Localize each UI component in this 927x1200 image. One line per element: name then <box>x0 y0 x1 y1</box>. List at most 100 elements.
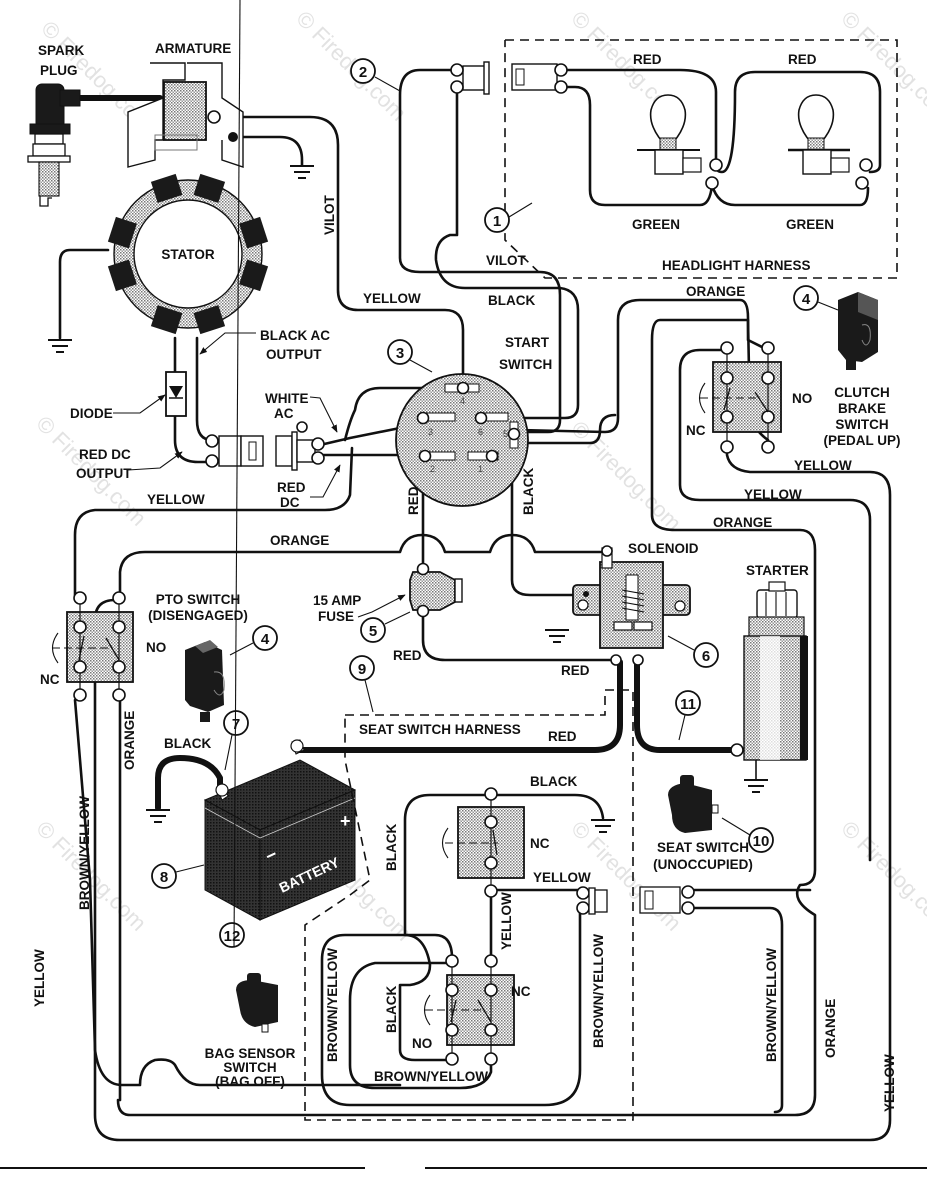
label-bag-nc: NC <box>511 984 531 999</box>
label-clutch-no: NO <box>792 391 812 406</box>
label-bag-no: NO <box>412 1036 432 1051</box>
wire-label: BROWN/YELLOW <box>764 948 779 1062</box>
wire-label: RED <box>633 52 662 67</box>
wire-label: VILOT <box>322 194 337 235</box>
wire-label: RED <box>406 486 421 515</box>
seat-switch-harness-boundary <box>304 689 634 1121</box>
label-pto-nc: NC <box>40 672 60 687</box>
wire-black-ac-output <box>195 336 214 442</box>
wire-label: BLACK <box>164 736 211 751</box>
ground-icon <box>146 809 170 823</box>
pin-label-4: 4 <box>460 396 465 406</box>
starter-motor <box>730 581 808 780</box>
callout-11: 11 <box>675 690 701 741</box>
wire-switch-loop <box>343 386 464 442</box>
watermark: © Firedog.com <box>566 416 686 536</box>
label-clutch-nc: NC <box>686 423 706 438</box>
wire-orange-mid <box>118 533 607 597</box>
label-solenoid: SOLENOID <box>628 541 699 556</box>
pin-label-3: 3 <box>428 427 433 437</box>
stator-label: STATOR <box>161 247 214 262</box>
wire-label: YELLOW <box>147 492 205 507</box>
wire-orange-clutch <box>518 298 770 434</box>
spark-plug <box>27 83 81 207</box>
headlight-bulb-2 <box>788 94 873 190</box>
callout-3: 3 <box>387 339 433 373</box>
wire-red-fuse-solenoid <box>421 606 617 662</box>
wire-label: YELLOW <box>499 892 514 950</box>
wire-label: BROWN/YELLOW <box>77 796 92 910</box>
wire-black-solenoid <box>510 428 592 597</box>
seat-switch-harness <box>304 689 634 1121</box>
clutch-brake-switch-schematic <box>698 341 782 454</box>
starter-cable <box>634 659 738 753</box>
battery-ground-cable <box>155 755 223 811</box>
wire-label: RED <box>548 729 577 744</box>
wire-label: GREEN <box>632 217 680 232</box>
ground-symbols <box>48 165 768 833</box>
battery: + − BATTERY <box>203 739 357 921</box>
svg-text:1: 1 <box>493 213 501 230</box>
svg-text:2: 2 <box>359 64 367 81</box>
wire-label: VILOT <box>486 253 527 268</box>
wire-brown-yellow-bag-inner <box>348 961 493 1090</box>
wire-label: ORANGE <box>270 533 329 548</box>
svg-text:12: 12 <box>224 928 241 945</box>
wire-label: BLACK <box>530 774 577 789</box>
pin-label-2: 2 <box>430 464 435 474</box>
diode <box>165 371 187 417</box>
ground-icon <box>591 819 615 833</box>
wire-brown-yellow-left <box>73 698 402 1087</box>
watermark: © Firedog.com <box>836 6 927 126</box>
callout-9: 9 <box>349 655 375 713</box>
watermark: © Firedog.com <box>836 816 927 936</box>
wire-vilot-yellow <box>213 115 465 390</box>
wire-label: RED <box>561 663 590 678</box>
callout-4-pto: 4 <box>229 625 278 656</box>
svg-text:5: 5 <box>369 623 377 640</box>
wire-black-seat <box>398 793 493 1062</box>
wire-brown-yellow-bag <box>320 906 582 1107</box>
ground-icon <box>744 779 768 793</box>
wire-green-headlight <box>558 85 870 207</box>
svg-text:11: 11 <box>680 696 696 713</box>
clutch-brake-switch-part <box>838 292 878 370</box>
label-seat-switch-harness: SEAT SWITCH HARNESS <box>359 722 521 737</box>
wire-labels: VILOT VILOT YELLOW BLACK RED RED GREEN G… <box>32 52 897 1112</box>
wire-label: YELLOW <box>882 1054 897 1112</box>
svg-text:4: 4 <box>802 291 811 308</box>
wire-label: ORANGE <box>823 999 838 1058</box>
headlight-harness-boundary <box>504 39 898 279</box>
svg-text:8: 8 <box>160 869 168 886</box>
ground-icon <box>48 339 72 353</box>
wire-label: YELLOW <box>744 487 802 502</box>
armature <box>127 62 244 168</box>
wire-label: RED <box>788 52 817 67</box>
callout-7: 7 <box>223 710 249 771</box>
leader-arrows <box>113 332 406 618</box>
wire-black-seat-ground <box>489 793 605 820</box>
bag-sensor-switch-part <box>236 973 278 1033</box>
callout-10: 10 <box>721 817 774 853</box>
wire-orange-outer <box>116 318 817 1117</box>
wire-label: ORANGE <box>122 711 137 770</box>
label-pto-no: NO <box>146 640 166 655</box>
label-starter: STARTER <box>746 563 809 578</box>
svg-text:3: 3 <box>396 345 404 362</box>
wire-label: BLACK <box>384 986 399 1033</box>
callout-4-clutch: 4 <box>793 285 839 311</box>
callout-2: 2 <box>350 58 401 92</box>
callout-12: 12 <box>219 0 245 948</box>
wire-label: GREEN <box>786 217 834 232</box>
svg-text:4: 4 <box>261 631 270 648</box>
svg-text:10: 10 <box>753 833 770 850</box>
pin-label-5: 5 <box>503 429 508 439</box>
pto-switch-schematic <box>51 591 134 702</box>
label-diode: DIODE <box>70 406 113 421</box>
